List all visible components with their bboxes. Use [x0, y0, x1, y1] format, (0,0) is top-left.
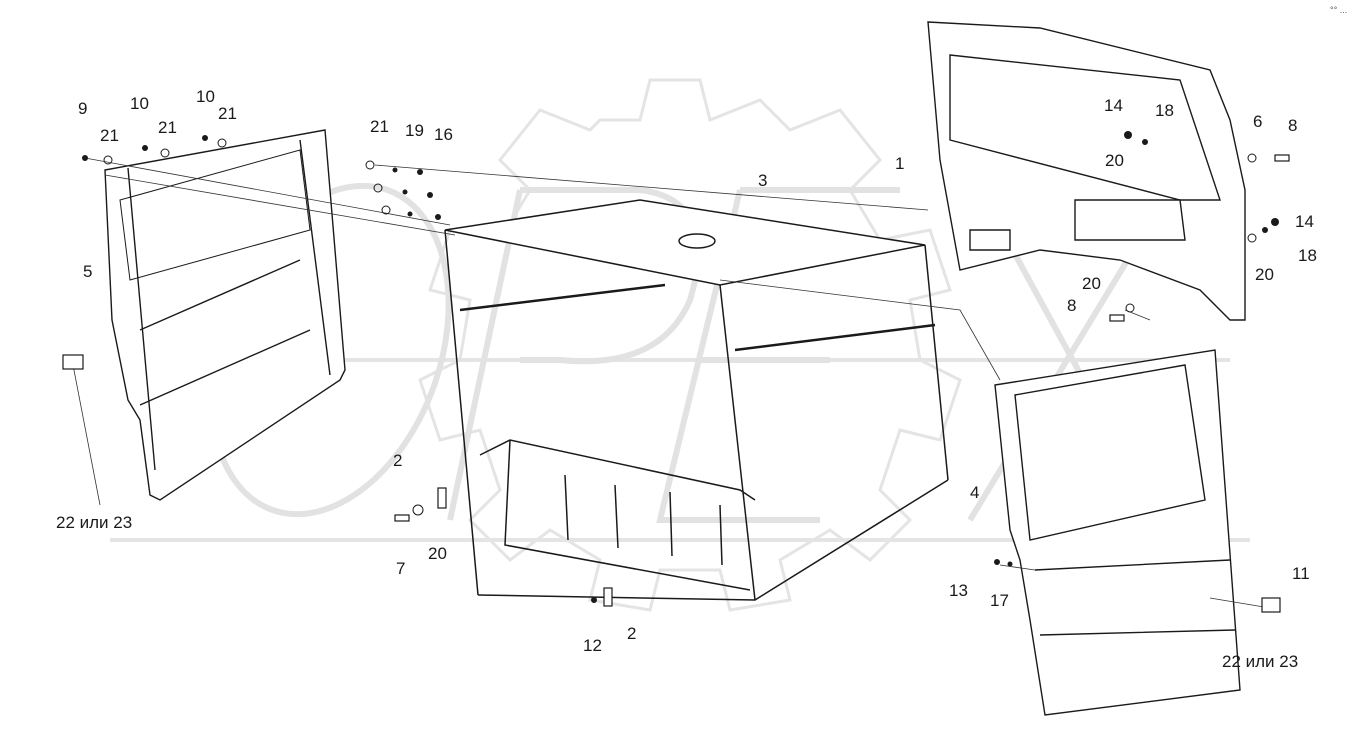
callout-4: 4 — [970, 483, 980, 502]
callout-13: 13 — [949, 581, 968, 600]
corner-mark: °° ... — [1330, 5, 1348, 15]
panel-5-left — [104, 129, 346, 501]
callout-21: 21 — [100, 126, 119, 145]
callout-10: 10 — [130, 94, 149, 113]
callout-21: 21 — [370, 117, 389, 136]
callout-10: 10 — [196, 87, 215, 106]
callout-18: 18 — [1155, 101, 1174, 120]
callout-20: 20 — [428, 544, 447, 563]
callout-22-or-23: 22 или 23 — [56, 513, 133, 532]
callout-2: 2 — [627, 624, 637, 643]
callout-9: 9 — [78, 99, 88, 118]
callout-18: 18 — [1298, 246, 1317, 265]
callout-21: 21 — [158, 118, 177, 137]
callout-20: 20 — [1082, 274, 1101, 293]
panel-1-top-right — [927, 21, 1246, 321]
callout-7: 7 — [396, 559, 406, 578]
callout-16: 16 — [434, 125, 453, 144]
leader-lines — [72, 157, 1271, 609]
callout-8: 8 — [1067, 296, 1077, 315]
callout-2: 2 — [393, 451, 403, 470]
clip-parts — [62, 154, 1290, 613]
callout-19: 19 — [405, 121, 424, 140]
callout-3: 3 — [758, 171, 768, 190]
callout-20: 20 — [1105, 151, 1124, 170]
callout-17: 17 — [990, 591, 1009, 610]
callout-22-or-23: 22 или 23 — [1222, 652, 1299, 671]
callout-21: 21 — [218, 104, 237, 123]
callout-5: 5 — [83, 262, 93, 281]
callout-12: 12 — [583, 636, 602, 655]
callout-1: 1 — [895, 154, 905, 173]
callout-11: 11 — [1292, 564, 1310, 583]
callout-6: 6 — [1253, 112, 1263, 131]
panel-4-bottom-right — [994, 349, 1241, 716]
callout-20: 20 — [1255, 265, 1274, 284]
frame-3-center — [444, 199, 949, 601]
callout-14: 14 — [1295, 212, 1314, 231]
callout-8: 8 — [1288, 116, 1298, 135]
callout-14: 14 — [1104, 96, 1123, 115]
fasteners — [82, 131, 1279, 603]
